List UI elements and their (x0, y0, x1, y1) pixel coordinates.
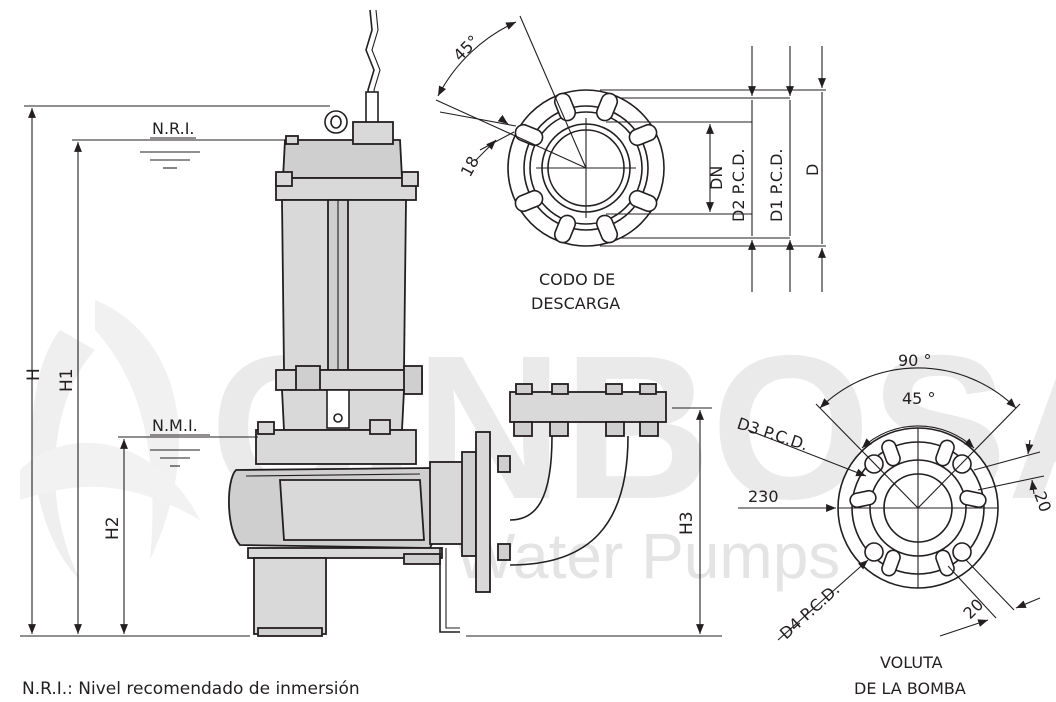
dim-h-label: H (24, 368, 44, 381)
dim-h1-label: H1 (57, 368, 77, 392)
voluta-caption-line1: VOLUTA (880, 653, 943, 672)
dim-d1-label: D1 P.C.D. (767, 149, 786, 223)
dim-h3-label: H3 (677, 511, 697, 535)
watermark-sub: Water Pumps (455, 520, 840, 592)
discharge-flange-view: DN D2 P.C.D. D1 P.C.D. D 45° 18 CODO DE … (435, 15, 826, 313)
angle-45-top-label: 45° (449, 31, 482, 64)
pump-side-view (228, 9, 511, 637)
angle-90-label: 90 ° (898, 351, 931, 370)
dim-h3: H3 (672, 407, 712, 634)
dim-230-label: 230 (748, 487, 779, 506)
dim-d-label: D (803, 164, 822, 176)
dim-h1: H1 (57, 142, 82, 634)
discharge-elbow (509, 383, 667, 566)
dim-dn-label: DN (707, 166, 726, 190)
angle-45-volute-label: 45 ° (902, 389, 935, 408)
nri-level-mark: N.R.I. (72, 119, 284, 169)
dim-h2-label: H2 (103, 516, 123, 540)
dim-h: H (24, 108, 44, 634)
dim-h2: H2 (103, 439, 128, 634)
legend-text: N.R.I.: Nivel recomendado de inmersión (22, 679, 360, 699)
watermark-leaf-logo (20, 300, 200, 580)
dim-d2-label: D2 P.C.D. (729, 149, 748, 223)
voluta-caption-line2: DE LA BOMBA (854, 679, 966, 698)
nmi-label: N.M.I. (152, 416, 198, 435)
nmi-level-mark: N.M.I. (118, 416, 258, 467)
codo-caption-line1: CODO DE (539, 270, 615, 289)
nri-label: N.R.I. (152, 119, 195, 138)
codo-caption-line2: DESCARGA (531, 294, 620, 313)
dim-20-bottom-label: 20 (959, 595, 987, 623)
